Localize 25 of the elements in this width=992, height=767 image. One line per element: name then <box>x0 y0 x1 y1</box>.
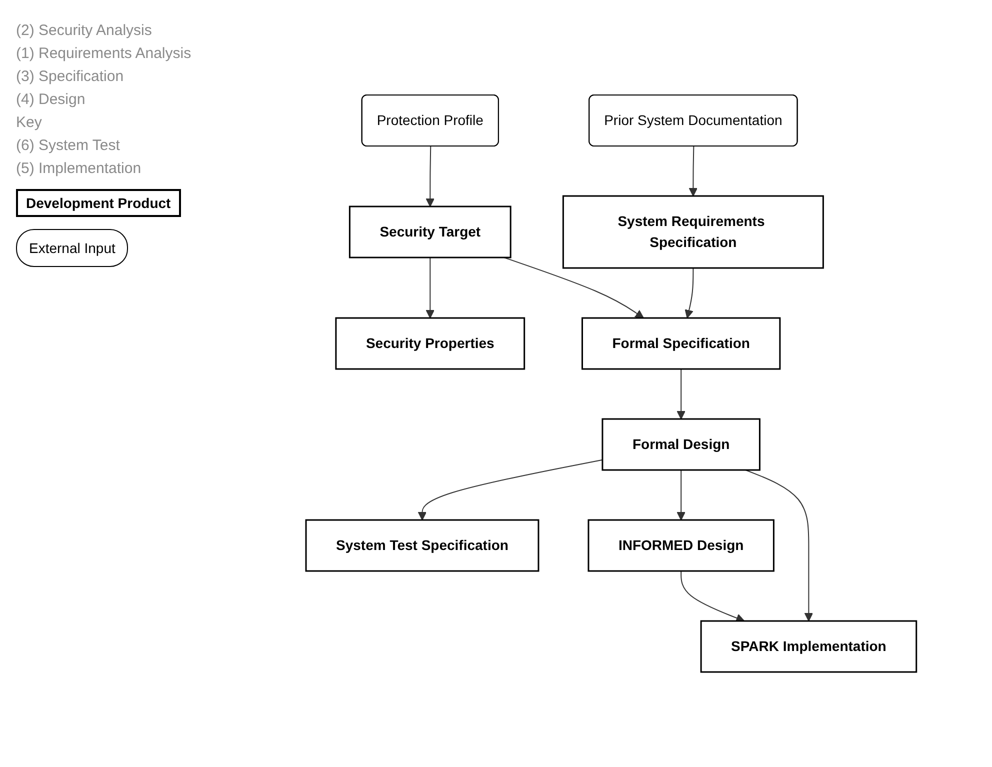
node-box: SPARK Implementation <box>700 620 917 673</box>
phase-label: (6) System Test <box>16 137 121 154</box>
node-box: Security Target <box>348 206 512 258</box>
phase-label: Key <box>16 114 43 131</box>
arrow <box>680 570 744 622</box>
node-box: Security Properties <box>335 317 525 370</box>
arrow <box>676 470 686 520</box>
phase-label: (4) Design <box>16 91 86 108</box>
arrow <box>418 459 603 520</box>
legend-item: External Input <box>16 229 128 267</box>
phase-label: (2) Security Analysis <box>16 22 153 39</box>
node-box: System Requirements Specification <box>562 195 824 269</box>
phase-label: (5) Implementation <box>16 160 142 177</box>
arrow <box>426 146 434 207</box>
arrow <box>684 268 694 318</box>
node-box: INFORMED Design <box>588 519 774 572</box>
node-box: Formal Design <box>602 418 760 471</box>
node-box: Formal Specification <box>581 317 780 370</box>
arrow <box>676 368 686 420</box>
arrow <box>426 257 434 318</box>
phase-label: (1) Requirements Analysis <box>16 45 192 62</box>
legend-item: Development Product <box>16 189 181 217</box>
node-box: System Test Specification <box>305 519 540 572</box>
arrow <box>688 146 698 196</box>
phase-label: (3) Specification <box>16 68 125 85</box>
